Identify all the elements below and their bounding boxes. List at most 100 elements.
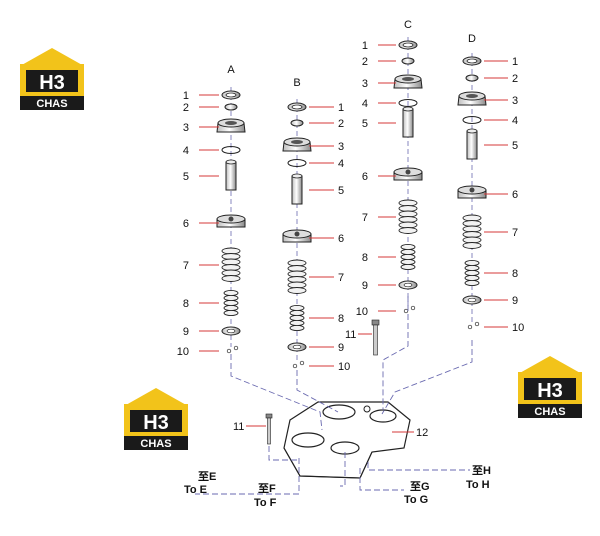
part-number-label: 7 xyxy=(512,227,518,239)
part-number-label: 8 xyxy=(338,313,344,325)
part-number-label: 2 xyxy=(338,118,344,130)
part-number-label: 7 xyxy=(362,212,368,224)
brand-logo-right: H3 CHAS xyxy=(518,356,582,418)
assembly-axes xyxy=(195,296,473,495)
part-number-label: 4 xyxy=(183,145,189,157)
part-small-spring xyxy=(400,243,416,271)
svg-text:至G: 至G xyxy=(410,480,430,493)
part-small-balls xyxy=(403,305,416,314)
part-number-label: 3 xyxy=(338,141,344,153)
part-number-label: 3 xyxy=(183,122,189,134)
part-number-label: 1 xyxy=(338,102,344,114)
logo-mark: H3 xyxy=(537,380,563,402)
body-leaders xyxy=(246,333,414,433)
port-hole xyxy=(291,432,325,448)
part-number-label: 1 xyxy=(512,56,518,68)
part-spring-seat xyxy=(216,214,246,228)
svg-text:至F: 至F xyxy=(258,482,276,495)
part-spool xyxy=(466,128,478,160)
part-seal-ring xyxy=(221,90,241,100)
part-washer xyxy=(221,326,241,336)
logo-mark: H3 xyxy=(39,72,65,94)
part-large-spring xyxy=(398,199,418,234)
svg-text:To E: To E xyxy=(184,484,207,496)
part-o-ring xyxy=(462,116,482,124)
part-o-ring xyxy=(221,146,241,154)
part-number-label: 3 xyxy=(362,78,368,90)
label-bolt-center: 11 xyxy=(345,329,356,341)
part-number-label: 7 xyxy=(338,272,344,284)
port-hole xyxy=(322,404,356,420)
part-small-balls xyxy=(467,321,480,330)
part-spool xyxy=(225,159,237,191)
column-label-a: A xyxy=(227,64,235,76)
part-spring-seat xyxy=(457,185,487,199)
part-number-label: 2 xyxy=(362,56,368,68)
parts-layer: 1234567891012345678910123456789101234567… xyxy=(177,37,524,373)
bolt-center xyxy=(371,319,380,356)
part-number-label: 9 xyxy=(362,280,368,292)
label-body: 12 xyxy=(416,427,428,439)
part-number-label: 5 xyxy=(512,140,518,152)
part-cap xyxy=(457,91,487,106)
part-number-label: 5 xyxy=(183,171,189,183)
part-small-ring xyxy=(290,119,304,127)
part-number-label: 8 xyxy=(512,268,518,280)
part-o-ring xyxy=(287,159,307,167)
part-number-label: 2 xyxy=(512,73,518,85)
part-large-spring xyxy=(287,259,307,294)
part-small-balls xyxy=(292,360,305,369)
part-number-label: 1 xyxy=(183,90,189,102)
part-number-label: 10 xyxy=(177,346,189,358)
part-number-label: 4 xyxy=(362,98,368,110)
part-spring-seat xyxy=(282,229,312,243)
part-o-ring xyxy=(398,99,418,107)
part-large-spring xyxy=(221,247,241,282)
part-large-spring xyxy=(462,214,482,249)
part-seal-ring xyxy=(398,40,418,50)
part-washer xyxy=(462,295,482,305)
column-label-b: B xyxy=(293,77,300,89)
label-bolt-left: 11 xyxy=(233,421,244,433)
logo-mark: H3 xyxy=(143,412,169,434)
brand-logo-middle: H3 CHAS xyxy=(124,388,188,450)
destination-g: 至G To G xyxy=(404,480,430,506)
part-small-ring xyxy=(465,74,479,82)
part-washer xyxy=(287,342,307,352)
svg-text:To F: To F xyxy=(254,497,277,509)
destination-f: 至F To F xyxy=(254,482,277,509)
part-number-label: 6 xyxy=(512,189,518,201)
part-cap xyxy=(393,74,423,89)
part-number-label: 4 xyxy=(512,115,518,127)
bolt-left xyxy=(265,413,273,445)
part-number-label: 9 xyxy=(512,295,518,307)
part-number-label: 10 xyxy=(512,322,524,334)
part-number-label: 1 xyxy=(362,40,368,52)
part-number-label: 10 xyxy=(338,361,350,373)
part-number-label: 4 xyxy=(338,158,344,170)
part-seal-ring xyxy=(287,102,307,112)
svg-text:至E: 至E xyxy=(198,470,216,483)
part-spring-seat xyxy=(393,167,423,181)
brand-logo-left: H3 CHAS xyxy=(20,48,84,110)
part-number-label: 8 xyxy=(362,252,368,264)
part-number-label: 7 xyxy=(183,260,189,272)
part-small-balls xyxy=(226,345,239,354)
part-small-ring xyxy=(401,57,415,65)
part-number-label: 5 xyxy=(362,118,368,130)
svg-text:To H: To H xyxy=(466,479,490,491)
part-small-spring xyxy=(289,304,305,332)
destination-h: 至H To H xyxy=(466,464,491,491)
manifold-body xyxy=(283,401,411,479)
part-number-label: 2 xyxy=(183,102,189,114)
part-number-label: 10 xyxy=(356,306,368,318)
part-small-spring xyxy=(464,259,480,287)
part-spool xyxy=(291,173,303,205)
part-number-label: 6 xyxy=(183,218,189,230)
part-small-ring xyxy=(224,103,238,111)
part-cap xyxy=(282,137,312,152)
